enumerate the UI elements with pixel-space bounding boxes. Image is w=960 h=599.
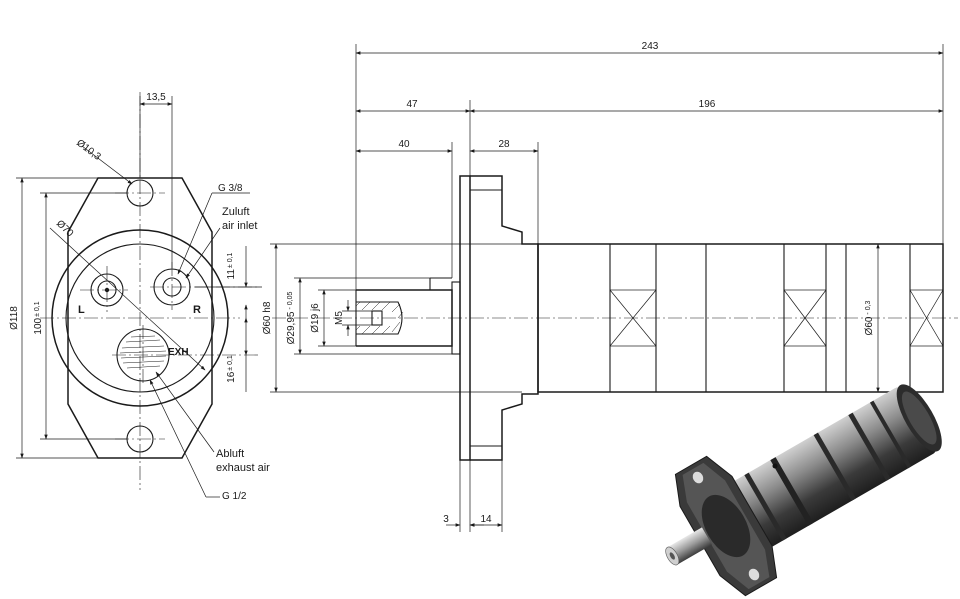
dim-m5: M5 (334, 311, 345, 325)
dim-d70: Ø70 (54, 218, 76, 239)
side-view: 243 47 196 40 28 Ø60 h8 Ø29,95- 0,05 Ø (262, 41, 958, 532)
dim-d29-95: Ø29,95- 0,05 (286, 292, 297, 345)
label-abluft: Abluft (216, 448, 244, 460)
dim-d60-03: Ø60- 0,3 (864, 300, 875, 335)
dim-d19j6: Ø19 j6 (310, 303, 321, 333)
label-g12: G 1/2 (222, 491, 247, 502)
dim-28: 28 (498, 139, 510, 150)
dim-d10-3: Ø10,3 (74, 138, 103, 163)
dim-3: 3 (443, 514, 449, 525)
dim-11: 11± 0,1 (226, 252, 237, 279)
label-exh: EXH (168, 347, 189, 358)
dim-47: 47 (406, 99, 418, 110)
label-port-l: L (78, 304, 85, 316)
front-view: 13,5 Ø10,3 Ø70 Ø118 100± 0,1 11± 0,1 16±… (9, 92, 270, 502)
label-g38: G 3/8 (218, 183, 243, 194)
dim-100: 100± 0,1 (33, 301, 44, 334)
m5-thread-hatch (355, 301, 404, 335)
dim-243: 243 (642, 41, 659, 52)
motor-3d-render (665, 384, 942, 597)
dim-16: 16± 0,1 (226, 355, 237, 383)
dim-d118: Ø118 (9, 306, 20, 330)
dim-40: 40 (398, 139, 410, 150)
label-port-r: R (193, 304, 201, 316)
dim-196: 196 (699, 99, 716, 110)
front-flange-outline (67, 177, 213, 459)
dim-14: 14 (480, 514, 492, 525)
dim-13-5: 13,5 (146, 92, 166, 103)
label-zuluft: Zuluft (222, 206, 250, 218)
dim-d60h8: Ø60 h8 (262, 301, 273, 334)
label-exhaust-air: exhaust air (216, 462, 270, 474)
label-air-inlet: air inlet (222, 220, 257, 232)
